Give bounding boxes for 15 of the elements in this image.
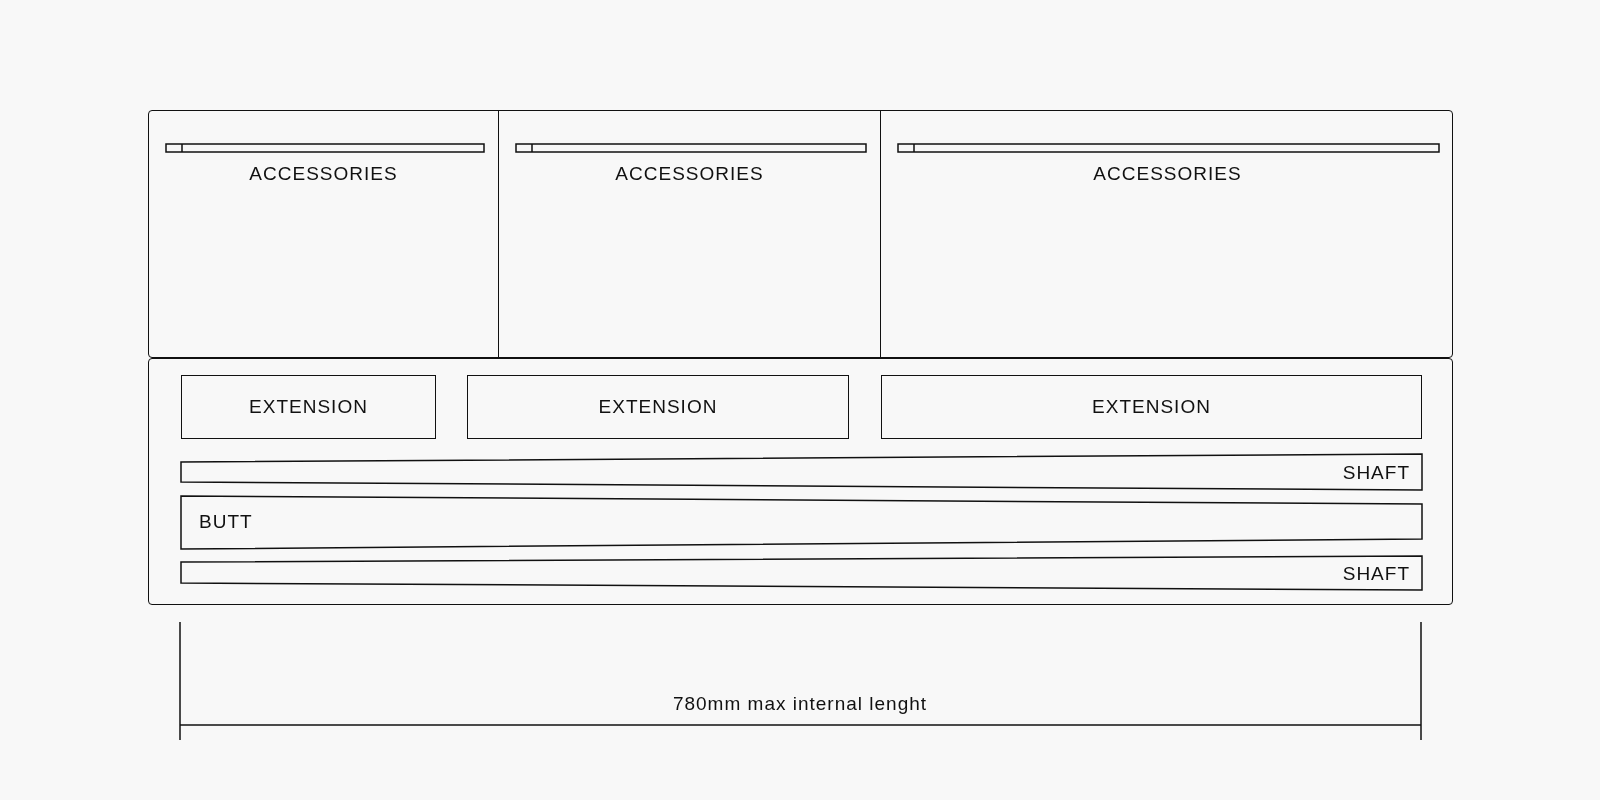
case-compartment-panel <box>148 358 1453 605</box>
slot-label: ACCESSORIES <box>1093 163 1242 185</box>
slot-label: SHAFT <box>1342 563 1410 586</box>
slot-label: ACCESSORIES <box>249 163 398 185</box>
dimension-label: 780mm max internal lenght <box>672 693 928 715</box>
slot-label: SHAFT <box>1342 462 1410 485</box>
extension-slot <box>181 375 436 439</box>
extension-slot <box>467 375 849 439</box>
slot-label: EXTENSION <box>598 396 718 418</box>
extension-slot <box>881 375 1422 439</box>
slot-label: EXTENSION <box>1092 396 1211 418</box>
slot-label: EXTENSION <box>249 396 368 418</box>
case-compartment-panel <box>148 110 1453 358</box>
slot-label: ACCESSORIES <box>615 163 764 185</box>
slot-label: BUTT <box>199 510 253 533</box>
